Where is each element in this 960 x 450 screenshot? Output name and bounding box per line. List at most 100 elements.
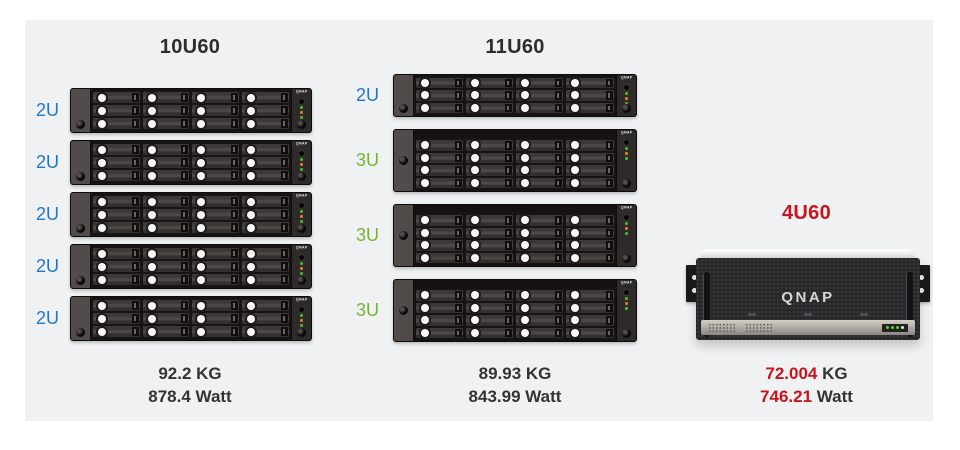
- drive-button: [147, 275, 156, 284]
- drive-button: [421, 316, 429, 325]
- drive-tray: [192, 261, 239, 272]
- drive-tray: [466, 102, 514, 113]
- drive-grid: [93, 92, 289, 129]
- status-led-green: [299, 106, 303, 109]
- drive-tray: [516, 252, 564, 263]
- drive-grid: [416, 78, 614, 113]
- tray-latch: [455, 291, 463, 300]
- drive-tray: [466, 177, 514, 188]
- weight-line: 89.93 KG: [365, 362, 665, 385]
- tray-latch: [555, 153, 563, 162]
- drive-button: [471, 328, 480, 337]
- tray-latch: [605, 166, 613, 175]
- bezel-clip: [803, 313, 812, 316]
- tray-latch: [455, 166, 463, 175]
- weight-unit: KG: [196, 364, 222, 383]
- drive-bays: [91, 141, 291, 184]
- qnap-mini-logo: QNAP: [295, 194, 308, 198]
- tray-latch: [230, 210, 238, 219]
- stats-4u60: 72.004 KG 746.21 Watt: [680, 362, 933, 408]
- power-line: 878.4 Watt: [40, 385, 340, 408]
- drive-button: [571, 91, 580, 100]
- drive-tray: [566, 90, 614, 101]
- drive-tray: [566, 240, 614, 251]
- screw-hole: [399, 231, 408, 240]
- drive-button: [421, 103, 429, 112]
- drive-button: [98, 301, 106, 310]
- drive-button: [246, 223, 255, 232]
- drive-tray: [466, 290, 514, 301]
- drive-button: [98, 262, 106, 271]
- chassis-front-mesh: QNAP: [696, 258, 920, 340]
- tray-latch: [280, 314, 288, 323]
- status-led-green: [299, 314, 303, 317]
- screw-hole: [296, 276, 306, 285]
- screw-hole: [76, 276, 85, 285]
- rack-ear-left: [71, 297, 91, 340]
- drive-button: [246, 327, 255, 336]
- tray-latch: [505, 228, 513, 237]
- drive-tray: [566, 290, 614, 301]
- unit-height-label: 3U: [356, 225, 380, 245]
- drive-tray: [241, 196, 289, 207]
- drive-button: [147, 197, 156, 206]
- drive-tray: [241, 274, 289, 285]
- stats-11u60: 89.93 KG 843.99 Watt: [365, 362, 665, 408]
- tray-latch: [555, 303, 563, 312]
- drive-button: [471, 216, 480, 225]
- control-panel: QNAP: [615, 205, 636, 266]
- drive-tray: [241, 300, 289, 311]
- status-led-orange: [624, 96, 628, 100]
- drive-button: [197, 171, 206, 180]
- drive-grid: [93, 300, 289, 337]
- drive-tray: [192, 222, 239, 233]
- drive-button: [98, 249, 106, 258]
- tray-latch: [505, 79, 513, 88]
- tray-latch: [230, 249, 238, 258]
- tray-latch: [505, 253, 513, 262]
- drive-tray: [566, 302, 614, 313]
- drive-tray: [516, 152, 564, 163]
- status-led-green: [299, 324, 303, 327]
- drive-button: [98, 210, 106, 219]
- drive-tray: [466, 78, 514, 89]
- tray-latch: [505, 103, 513, 112]
- tray-latch: [605, 253, 613, 262]
- status-led-orange: [624, 152, 628, 155]
- drive-tray: [192, 144, 239, 155]
- tray-latch: [455, 253, 463, 262]
- drive-tray: [241, 313, 289, 324]
- status-led-green: [299, 116, 303, 119]
- tray-latch: [455, 79, 463, 88]
- drive-tray: [516, 140, 564, 151]
- tray-latch: [230, 145, 238, 154]
- drive-tray: [516, 215, 564, 226]
- tray-latch: [280, 106, 288, 115]
- tray-latch: [230, 314, 238, 323]
- screw-hole: [919, 287, 924, 293]
- tray-latch: [455, 178, 463, 187]
- status-led-orange: [299, 163, 303, 166]
- tray-latch: [131, 93, 139, 102]
- tray-latch: [505, 216, 513, 225]
- status-led-green: [299, 262, 303, 265]
- screw-hole: [399, 306, 408, 315]
- drive-button: [571, 153, 580, 162]
- qnap-mini-logo: QNAP: [620, 281, 633, 285]
- drive-button: [571, 178, 580, 187]
- drive-button: [471, 141, 480, 150]
- tray-latch: [131, 275, 139, 284]
- power-unit: Watt: [816, 387, 853, 406]
- drive-tray: [416, 252, 464, 263]
- drive-button: [246, 210, 255, 219]
- tray-latch: [555, 141, 563, 150]
- drive-tray: [241, 144, 289, 155]
- drive-button: [246, 314, 255, 323]
- tray-latch: [131, 223, 139, 232]
- drive-tray: [416, 152, 464, 163]
- drive-tray: [142, 209, 190, 220]
- status-led-green: [624, 222, 628, 225]
- drive-button: [147, 171, 156, 180]
- drive-button: [571, 253, 580, 262]
